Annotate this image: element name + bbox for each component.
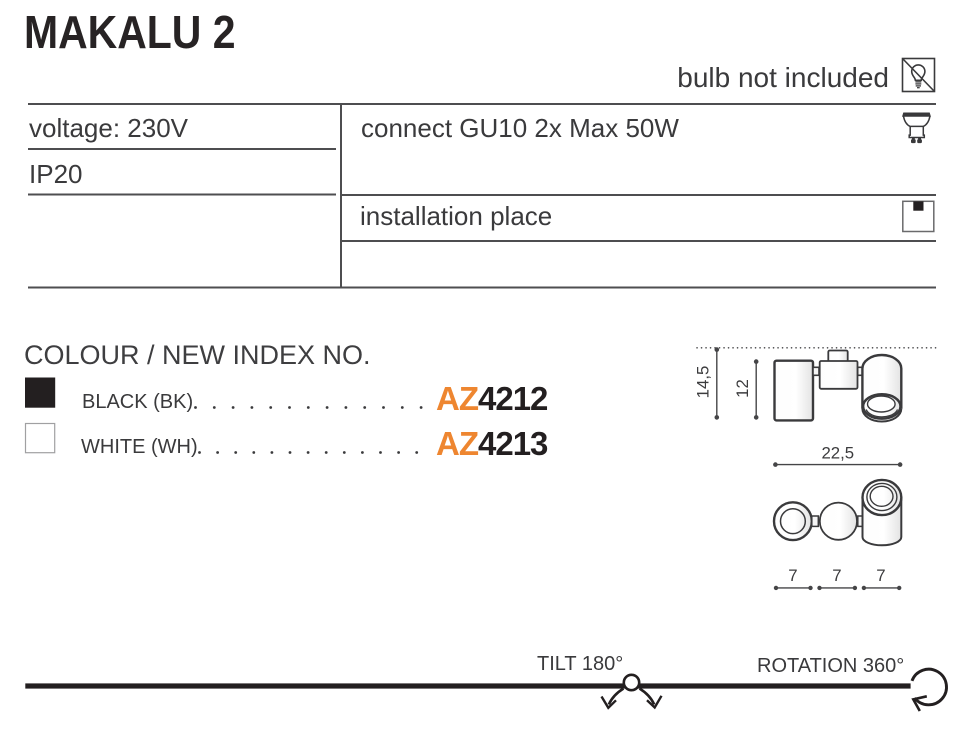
svg-text:7: 7 <box>876 566 885 585</box>
svg-text:7: 7 <box>832 566 841 585</box>
svg-text:14,5: 14,5 <box>693 366 712 399</box>
svg-text:7: 7 <box>788 566 797 585</box>
svg-text:22,5: 22,5 <box>821 444 854 463</box>
svg-text:12: 12 <box>733 379 752 398</box>
